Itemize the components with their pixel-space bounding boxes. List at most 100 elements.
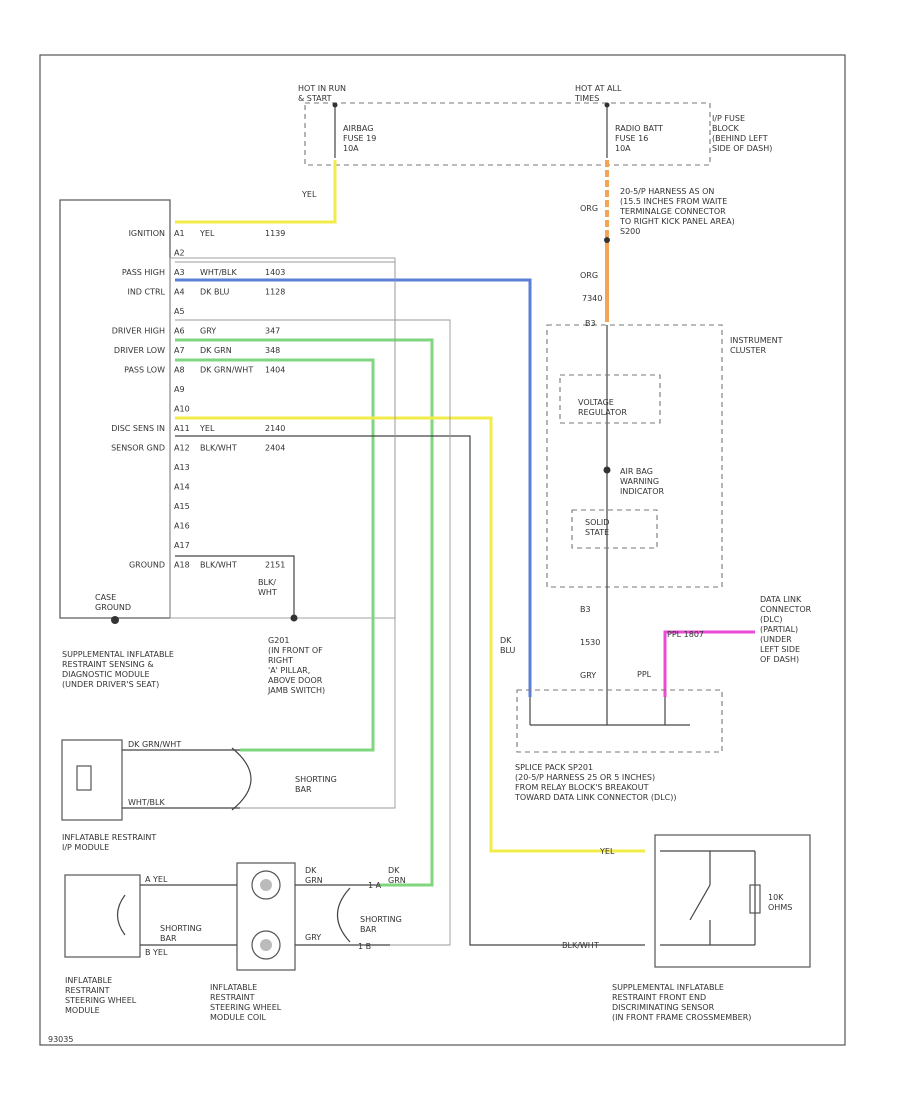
gray-driver-high-wire	[175, 319, 451, 946]
blue-indicator-wire	[175, 278, 532, 697]
s200-splice-icon	[604, 237, 610, 243]
purple-dlc-wire	[663, 630, 755, 697]
sdm-pin-number: A12	[174, 444, 190, 453]
dlc-wire-color: PPL	[637, 670, 652, 679]
sdm-pin-number: A7	[174, 346, 185, 355]
fuse-block-box	[304, 102, 711, 166]
steering-coil-lower-core	[260, 939, 272, 951]
cluster-pin-top: B3	[585, 319, 596, 328]
sdm-pin-wire: WHT/BLK	[200, 268, 237, 277]
ip-module-wire-bot-color: WHT/BLK	[128, 798, 165, 807]
sdm-pin-row: A2	[174, 249, 185, 258]
coil-gray-wire: GRY	[305, 933, 321, 942]
sdm-pin-number: A5	[174, 307, 185, 316]
sdm-pin-row: A5	[174, 307, 185, 316]
orange-wire-circuit: 7340	[582, 294, 602, 303]
sdm-pin-wire: GRY	[200, 327, 216, 336]
sdm-pin-circuit: 1404	[265, 366, 285, 375]
sdm-pin-wire: DK GRN/WHT	[200, 366, 253, 375]
green-driver-low-wire	[175, 338, 434, 887]
sdm-pin-row: DRIVER LOW A7 DK GRN 348	[114, 346, 280, 355]
sdm-pin-wire: DK GRN	[200, 346, 232, 355]
ground-wire-color: BLK/WHT	[258, 578, 277, 597]
sdm-pin-number: A17	[174, 541, 190, 550]
ip-module-box	[61, 739, 123, 821]
sdm-pin-number: A6	[174, 327, 185, 336]
sdm-pin-number: A3	[174, 268, 185, 277]
front-sensor-box	[654, 834, 811, 968]
sdm-pin-wire: YEL	[199, 424, 215, 433]
sdm-pin-label: DRIVER LOW	[114, 346, 165, 355]
sdm-pin-number: A11	[174, 424, 190, 433]
steering-wire-b-label: B YEL	[145, 948, 168, 957]
sdm-pin-number: A15	[174, 502, 190, 511]
dlc-wire-circuit: PPL 1807	[667, 630, 704, 639]
front-sensor-wire-top-color: YEL	[599, 847, 615, 856]
sdm-pin-row: A14	[174, 483, 190, 492]
sdm-pin-circuit: 2151	[265, 561, 285, 570]
sdm-pin-row: A15	[174, 502, 190, 511]
sdm-pin-circuit: 347	[265, 327, 280, 336]
front-sensor-switch-blade	[689, 884, 711, 921]
sdm-pin-wire: DK BLU	[200, 288, 229, 297]
s200-harness-label: 20-5/P HARNESS AS ON(15.5 INCHES FROM WA…	[619, 187, 735, 236]
voltage-regulator-box	[559, 374, 661, 424]
cluster-pin-bottom: B3	[580, 605, 591, 614]
solid-state-box	[571, 509, 658, 549]
sdm-pin-wire: YEL	[199, 229, 215, 238]
cluster-wire-color: GRY	[580, 671, 596, 680]
sdm-pin-label: DISC SENS IN	[111, 424, 165, 433]
sdm-module-box	[59, 199, 171, 619]
sdm-pin-number: A2	[174, 249, 185, 258]
sdm-pin-wire: BLK/WHT	[200, 444, 237, 453]
ip-shorting-bar-icon	[231, 747, 252, 811]
sdm-pin-number: A4	[174, 288, 185, 297]
case-ground-icon	[111, 616, 119, 624]
sdm-pin-circuit: 2140	[265, 424, 285, 433]
steering-wire-a-label: A YEL	[145, 875, 168, 884]
steering-coil-lower-icon	[251, 930, 281, 960]
front-sensor-wire-bot-color: BLK/WHT	[562, 941, 599, 950]
sdm-pin-circuit: 348	[265, 346, 280, 355]
sensor-ground-wire	[175, 435, 645, 946]
steering-wheel-module-box	[64, 874, 141, 958]
airbag-fuse-terminal	[332, 102, 338, 108]
coil-pin-a: 1 A	[368, 881, 382, 890]
orange-wire-color-mid: ORG	[580, 271, 598, 280]
instrument-cluster-box	[546, 324, 723, 588]
radio-fuse-terminal	[604, 102, 610, 108]
sdm-pin-number: A13	[174, 463, 190, 472]
ground-wire	[175, 555, 295, 617]
g201-ground-icon	[290, 614, 298, 622]
steering-coil-upper-core	[260, 879, 272, 891]
sdm-pin-number: A9	[174, 385, 185, 394]
sdm-pin-number: A18	[174, 561, 190, 570]
sdm-pin-number: A16	[174, 522, 190, 531]
sdm-pin-wire: BLK/WHT	[200, 561, 237, 570]
sdm-pin-row: A13	[174, 463, 190, 472]
sdm-pin-row: A10	[174, 405, 190, 414]
sdm-pin-row: DISC SENS IN A11 YEL 2140	[111, 424, 285, 433]
